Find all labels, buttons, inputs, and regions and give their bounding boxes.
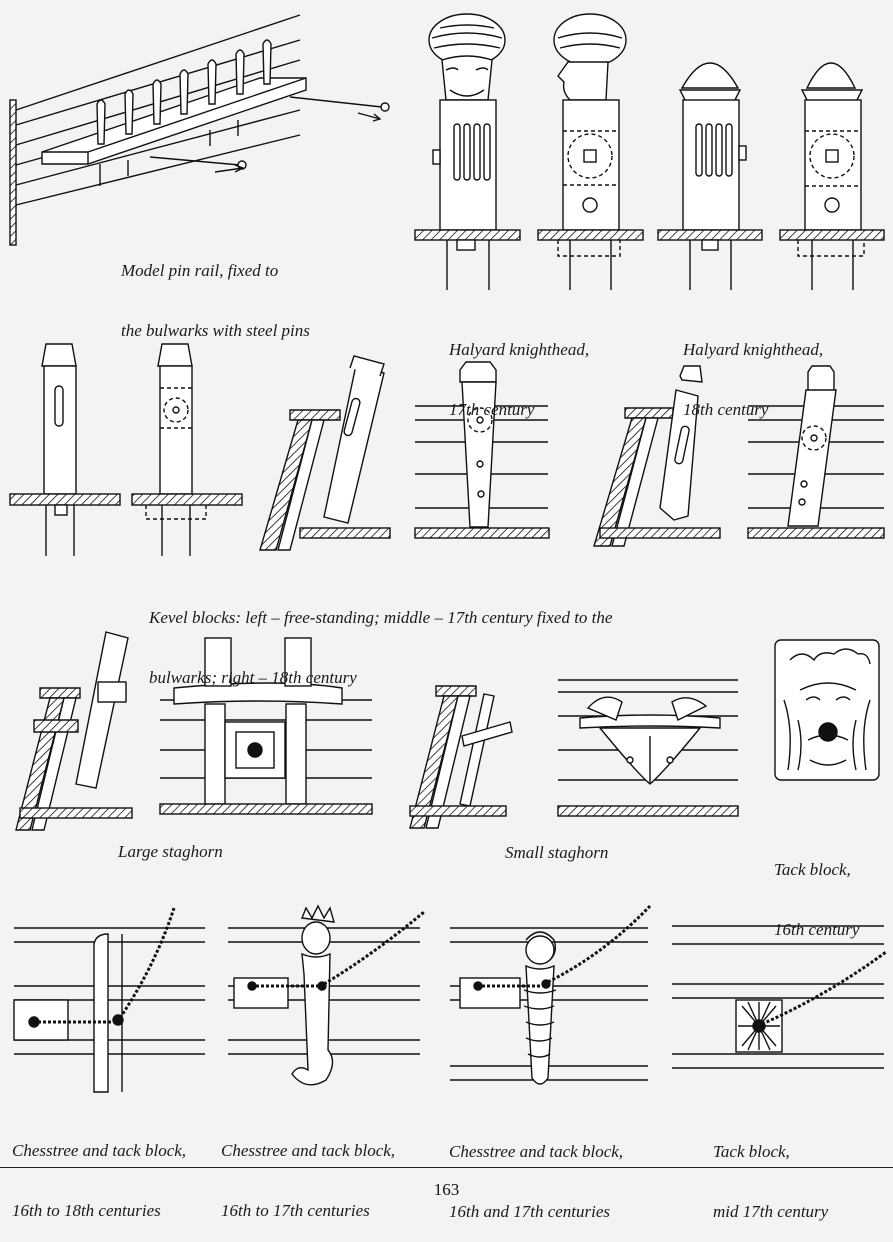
caption-knighthead-18th: Halyard knighthead, 18th century [683,300,823,440]
knighthead-18th-figure [657,62,885,290]
caption-pin-rail-line2: the bulwarks with steel pins [121,321,310,340]
small-staghorn-figure [409,679,739,829]
caption-pin-rail: Model pin rail, fixed to the bulwarks wi… [121,221,310,361]
caption-chesstree-2-line2: 16th to 17th centuries [221,1201,370,1220]
caption-chesstree-1-line1: Chesstree and tack block, [12,1141,187,1160]
caption-chesstree-3: Chesstree and tack block, 16th and 17th … [449,1102,623,1242]
caption-large-staghorn: Large staghorn [118,842,223,861]
caption-tack-block-mid17-line1: Tack block, [713,1142,790,1161]
caption-knighthead-17th-line2: 17th century [449,400,535,419]
caption-knighthead-17th-line1: Halyard knighthead, [449,340,590,359]
caption-kevel-blocks: Kevel blocks: left – free-standing; midd… [149,568,612,708]
caption-tack-block-mid17-line2: mid 17th century [713,1202,829,1221]
caption-knighthead-18th-line1: Halyard knighthead, [683,340,824,359]
tack-block-mid17-figure [672,925,887,1069]
lion-mask-tack-block-figure [774,639,880,781]
caption-kevel-blocks-line1: Kevel blocks: left – free-standing; midd… [149,608,613,627]
caption-tack-block-16th-line2: 16th century [774,920,860,939]
caption-small-staghorn: Small staghorn [505,843,609,862]
chesstree-3-figure [450,904,652,1085]
caption-pin-rail-line1: Model pin rail, fixed to [121,261,279,280]
caption-tack-block-16th-line1: Tack block, [774,860,851,879]
kevel-blocks-figure [9,343,885,556]
footer-rule [0,1167,893,1168]
caption-kevel-blocks-line2: bulwarks; right – 18th century [149,668,357,687]
pin-rail-figure [9,14,390,246]
caption-chesstree-3-line2: 16th and 17th centuries [449,1202,611,1221]
chesstree-1-figure [13,907,205,1093]
caption-knighthead-17th: Halyard knighthead, 17th century [449,300,589,440]
caption-chesstree-1: Chesstree and tack block, 16th to 18th c… [12,1101,186,1241]
page-number: 163 [433,1180,460,1199]
large-staghorn-figure [15,631,373,831]
caption-chesstree-2: Chesstree and tack block, 16th to 17th c… [221,1101,395,1241]
chesstree-2-figure [228,904,425,1086]
knighthead-17th-figure [414,13,644,290]
caption-knighthead-18th-line2: 18th century [683,400,769,419]
caption-chesstree-2-line1: Chesstree and tack block, [221,1141,396,1160]
caption-tack-block-16th: Tack block, 16th century [774,820,859,960]
caption-chesstree-3-line1: Chesstree and tack block, [449,1142,624,1161]
caption-chesstree-1-line2: 16th to 18th centuries [12,1201,161,1220]
engraving-illustrations [9,13,887,1093]
caption-tack-block-mid17: Tack block, mid 17th century [713,1102,828,1242]
